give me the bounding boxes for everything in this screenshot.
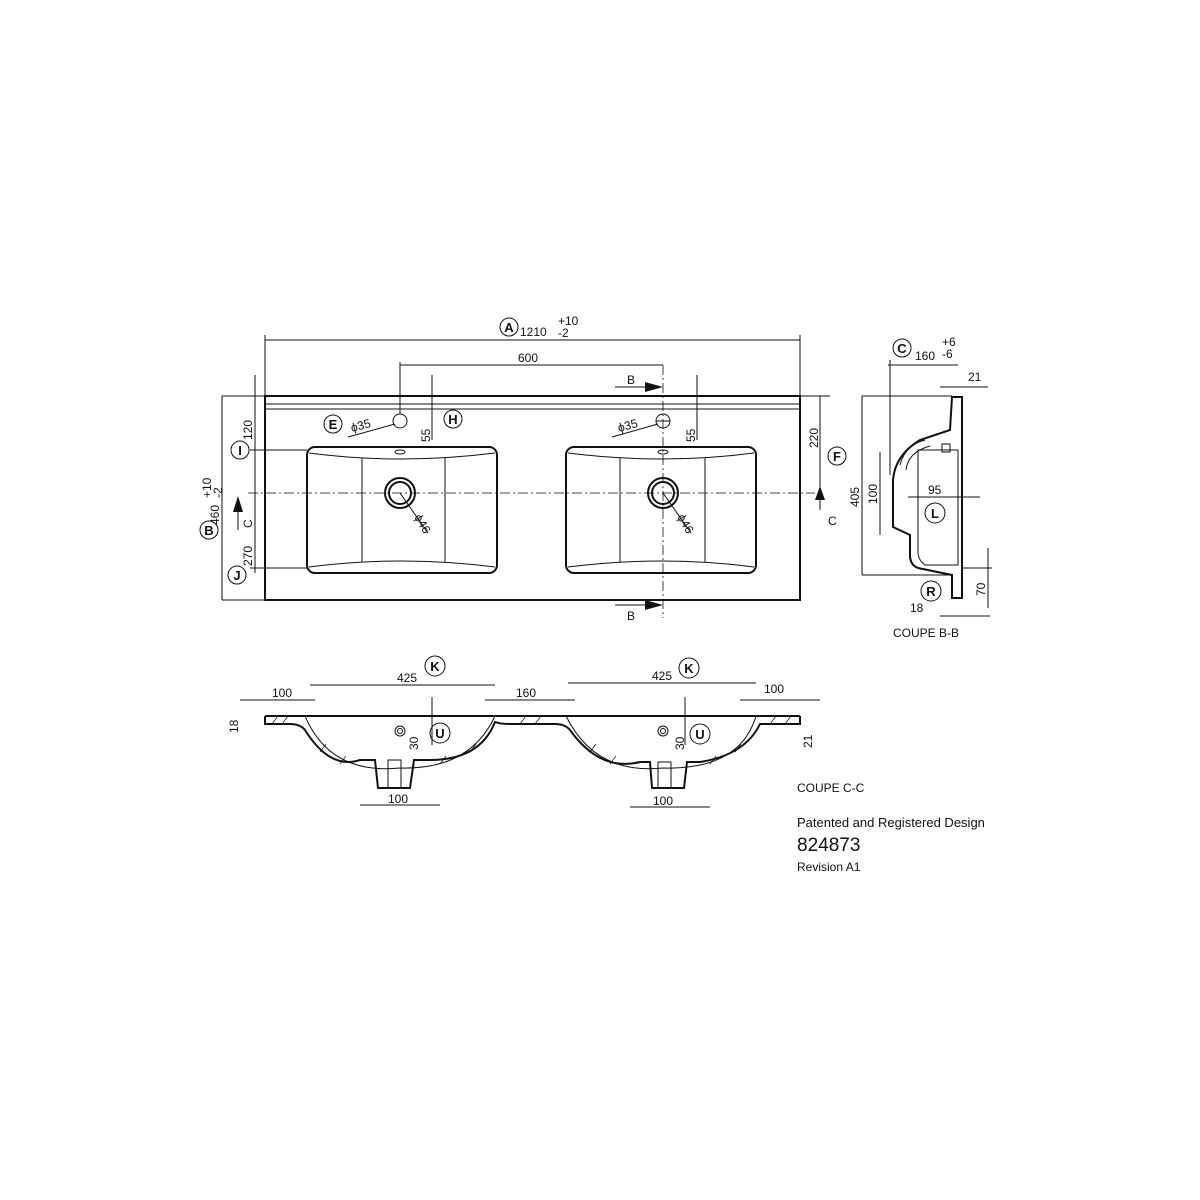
dim-120: 120 [241,420,255,440]
dim-18: 18 [910,601,924,615]
dim-100: 100 [653,794,673,808]
section-b-mark: B [627,609,635,623]
tol-plus: +10 [558,314,579,328]
dim-18: 18 [227,719,241,733]
dim-100: 100 [764,682,784,696]
patent-note: Patented and Registered Design [797,815,985,830]
section-title: COUPE C-C [797,781,865,795]
basin-right [565,446,757,574]
dim-425: 425 [397,671,417,685]
section-c-mark: C [241,519,255,528]
callout-K: K [430,659,440,674]
dim-70: 70 [974,582,988,596]
dim-tap-hole: ϕ35 [349,416,372,435]
dim-21: 21 [968,370,982,384]
section-b-b: C 160 +6 -6 21 405 100 95 70 18 L R COUP… [848,335,992,640]
dim-600: 600 [518,351,538,365]
callout-C: C [897,341,907,356]
callout-E: E [329,417,338,432]
callout-U: U [435,726,444,741]
design-number: 824873 [797,835,861,856]
dim-30: 30 [673,736,687,750]
callout-L: L [931,506,939,521]
dim-100: 100 [388,792,408,806]
callout-J: J [233,568,240,583]
section-b-mark: B [627,373,635,387]
dim-160: 160 [516,686,536,700]
dim-270: 270 [241,546,255,566]
tol-plus: +10 [200,477,214,498]
callout-F: F [833,449,841,464]
dim-220: 220 [807,428,821,448]
dim-30: 30 [407,736,421,750]
dim-55: 55 [419,428,433,442]
dim-depth: 460 [208,505,222,525]
dim-21: 21 [801,734,815,748]
dim-425: 425 [652,669,672,683]
dim-drain: ϕ46 [674,512,696,537]
callout-B: B [204,523,213,538]
callout-U: U [695,727,704,742]
revision: Revision A1 [797,860,861,874]
section-title: COUPE B-B [893,626,959,640]
tol-minus: -6 [942,347,953,361]
tol-plus: +6 [942,335,956,349]
dim-405: 405 [848,487,862,507]
tol-minus: -2 [211,487,225,498]
callout-I: I [238,443,242,458]
dim-100: 100 [866,484,880,504]
dim-160: 160 [915,349,935,363]
tol-minus: -2 [558,326,569,340]
dim-55: 55 [684,428,698,442]
dim-95: 95 [928,483,942,497]
callout-K: K [684,661,694,676]
dim-width: 1210 [520,325,547,339]
callout-H: H [448,412,457,427]
dim-100: 100 [272,686,292,700]
section-c-mark: C [828,514,837,528]
dim-drain: ϕ46 [411,512,433,537]
plan-view: A 1210 +10 -2 600 B 460+10-2 120 270 C 5… [199,314,847,623]
dim-tap-hole: ϕ35 [616,416,639,435]
section-c-c: 425 425 K K 100 160 100 18 21 30 30 U U … [227,655,865,808]
callout-A: A [504,320,514,335]
basin-left [306,446,498,574]
callout-R: R [926,584,936,599]
